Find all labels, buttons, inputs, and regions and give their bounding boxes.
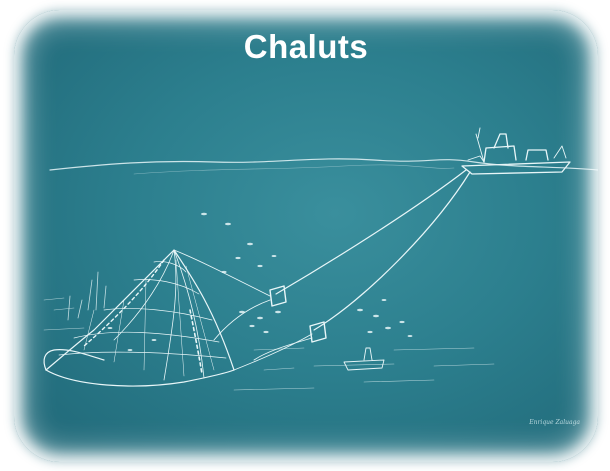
warp-cable-upper	[276, 170, 466, 294]
illustration-panel: Chaluts Enrique Zaluaga	[14, 10, 598, 462]
seaweed	[68, 272, 106, 320]
artist-signature: Enrique Zaluaga	[529, 419, 580, 426]
fish-school	[108, 213, 413, 351]
warp-cable-lower	[314, 172, 470, 330]
trawl-net	[44, 250, 234, 386]
otter-board-lower	[310, 322, 326, 342]
slide-title: Chaluts	[14, 28, 598, 66]
trawl-illustration	[14, 10, 598, 462]
seabed-object	[344, 348, 384, 370]
sea-surface-line-2	[134, 165, 454, 174]
